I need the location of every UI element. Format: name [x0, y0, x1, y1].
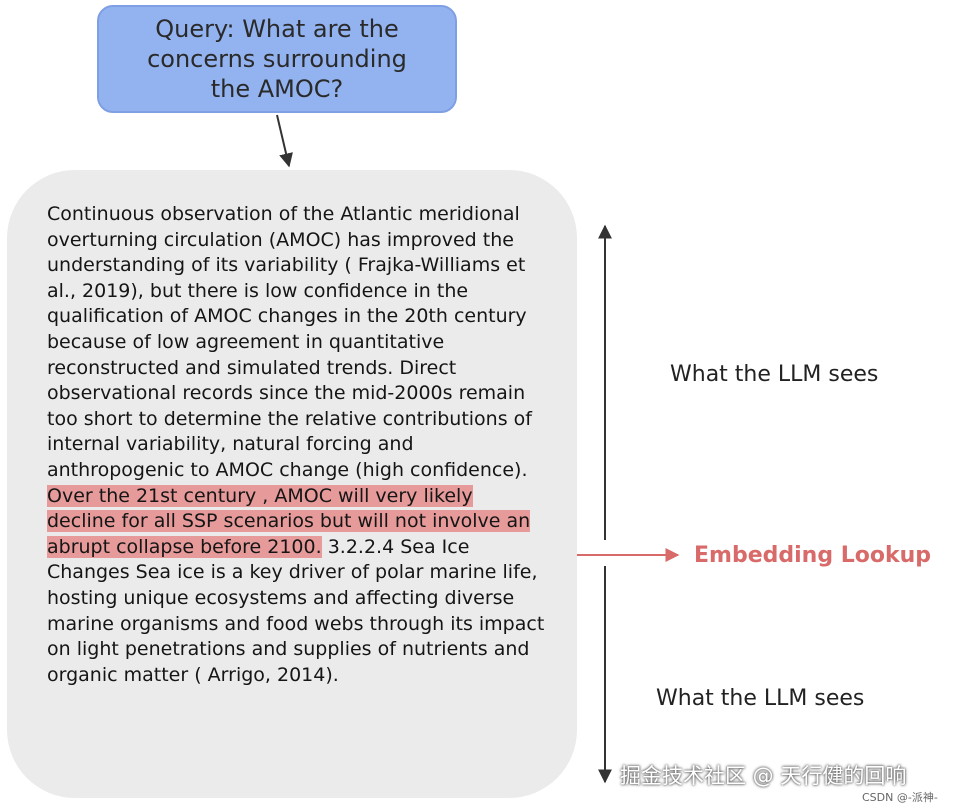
document-text: Continuous observation of the Atlantic m…: [47, 202, 547, 688]
csdn-credit: CSDN @-派神-: [862, 791, 938, 804]
llm-sees-label-bottom: What the LLM sees: [656, 686, 865, 711]
embedding-lookup-label: Embedding Lookup: [694, 543, 932, 568]
query-text: Query: What are the concerns surrounding…: [147, 15, 407, 103]
document-text-before: Continuous observation of the Atlantic m…: [47, 203, 532, 481]
llm-sees-label-top: What the LLM sees: [670, 362, 879, 387]
document-chunk-box: [7, 170, 577, 798]
query-box: Query: What are the concerns surrounding…: [97, 5, 457, 113]
document-text-after: 3.2.2.4 Sea Ice Changes Sea ice is a key…: [47, 535, 545, 686]
watermark-text: 掘金技术社区 @ 天行健的回响: [620, 764, 907, 788]
query-to-document-arrow: [276, 114, 293, 168]
